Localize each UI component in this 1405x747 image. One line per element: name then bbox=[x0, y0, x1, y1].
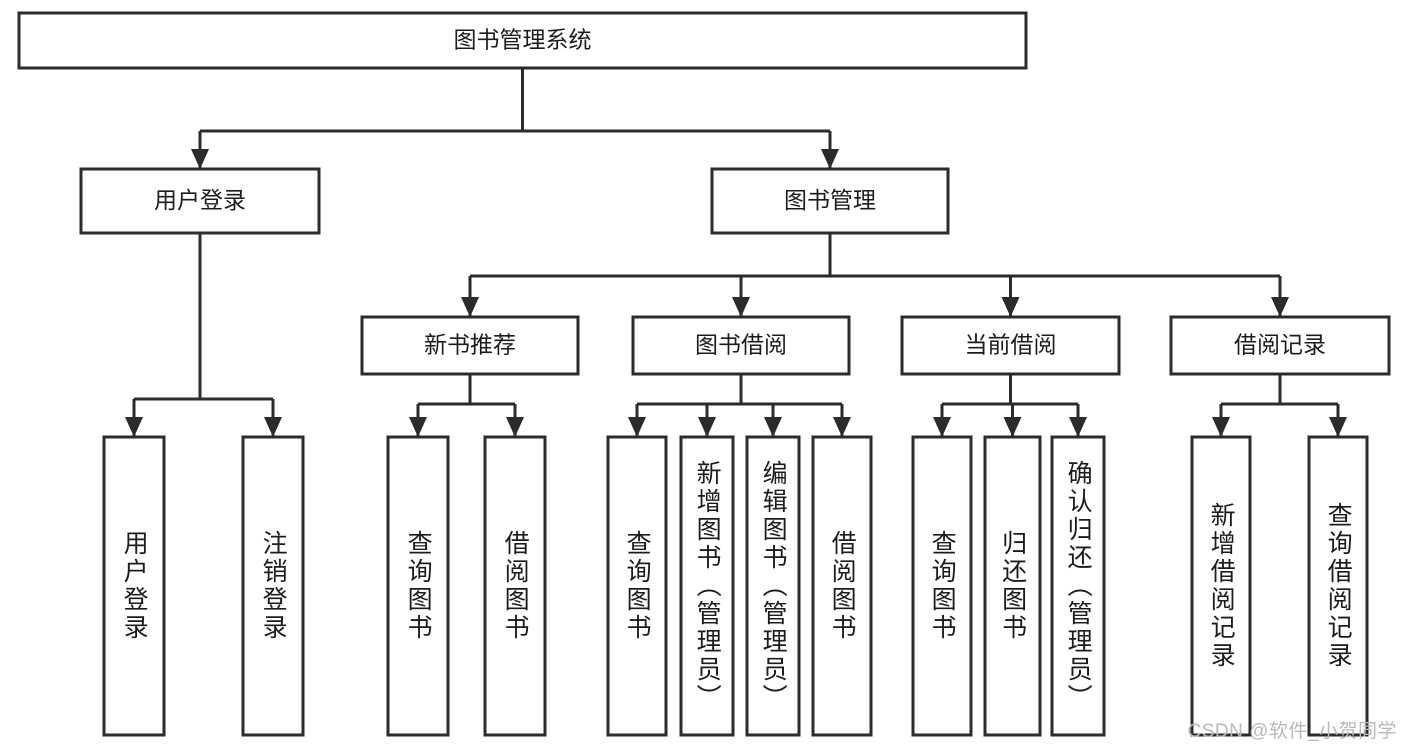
arrow-head-icon bbox=[1271, 297, 1289, 317]
arrow-head-icon bbox=[764, 417, 782, 437]
node-box-l3-new-book[interactable] bbox=[360, 315, 580, 376]
arrow-head-icon bbox=[125, 417, 143, 437]
arrow-head-icon bbox=[933, 417, 951, 437]
node-box-leaf-bb-query[interactable] bbox=[606, 435, 668, 737]
node-label-l2-book-mgmt: 图书管理 bbox=[784, 187, 876, 213]
arrow-head-icon bbox=[409, 417, 427, 437]
arrow-head-icon bbox=[1069, 417, 1087, 437]
node-box-leaf-user-logout[interactable] bbox=[241, 435, 305, 737]
node-box-leaf-cb-query[interactable] bbox=[911, 435, 973, 737]
node-box-leaf-user-login[interactable] bbox=[102, 435, 166, 737]
arrow-head-icon bbox=[1003, 417, 1022, 437]
arrow-head-icon bbox=[732, 297, 750, 317]
node-box-leaf-cb-return[interactable] bbox=[983, 435, 1042, 737]
node-box-root[interactable] bbox=[17, 11, 1028, 70]
arrow-head-icon bbox=[1212, 417, 1230, 437]
node-label-l3-borrow: 图书借阅 bbox=[695, 332, 787, 358]
node-box-l3-record[interactable] bbox=[1169, 315, 1391, 376]
arrow-head-icon bbox=[191, 149, 209, 169]
node-label-l3-current: 当前借阅 bbox=[965, 332, 1057, 358]
node-box-l2-user-login[interactable] bbox=[79, 167, 321, 235]
node-box-leaf-rec-query[interactable] bbox=[1307, 435, 1369, 737]
node-box-l2-book-mgmt[interactable] bbox=[710, 167, 950, 235]
node-box-l3-borrow[interactable] bbox=[631, 315, 851, 376]
connector-layer bbox=[125, 68, 1347, 437]
node-label-root: 图书管理系统 bbox=[454, 27, 592, 53]
arrow-head-icon bbox=[833, 417, 851, 437]
node-label-l2-user-login: 用户登录 bbox=[154, 187, 246, 213]
arrow-head-icon bbox=[821, 149, 839, 169]
node-box-leaf-bb-add[interactable] bbox=[679, 435, 735, 737]
node-label-l3-new-book: 新书推荐 bbox=[424, 332, 516, 358]
arrow-head-icon bbox=[628, 417, 646, 437]
node-box-leaf-bb-borrow[interactable] bbox=[811, 435, 873, 737]
watermark-text: CSDN @软件_小贺同学 bbox=[1187, 721, 1397, 742]
arrow-head-icon bbox=[264, 417, 282, 437]
node-box-leaf-nb-query[interactable] bbox=[386, 435, 450, 737]
node-label-l3-record: 借阅记录 bbox=[1234, 332, 1326, 358]
node-box-leaf-nb-borrow[interactable] bbox=[483, 435, 547, 737]
node-box-l3-current[interactable] bbox=[900, 315, 1121, 376]
node-box-leaf-bb-edit[interactable] bbox=[745, 435, 801, 737]
node-box-leaf-rec-add[interactable] bbox=[1190, 435, 1252, 737]
node-box-leaf-cb-confirm[interactable] bbox=[1050, 435, 1106, 737]
arrow-head-icon bbox=[1329, 417, 1347, 437]
arrow-head-icon bbox=[506, 417, 524, 437]
arrow-head-icon bbox=[698, 417, 716, 437]
arrow-head-icon bbox=[1001, 297, 1020, 317]
arrow-head-icon bbox=[461, 297, 479, 317]
